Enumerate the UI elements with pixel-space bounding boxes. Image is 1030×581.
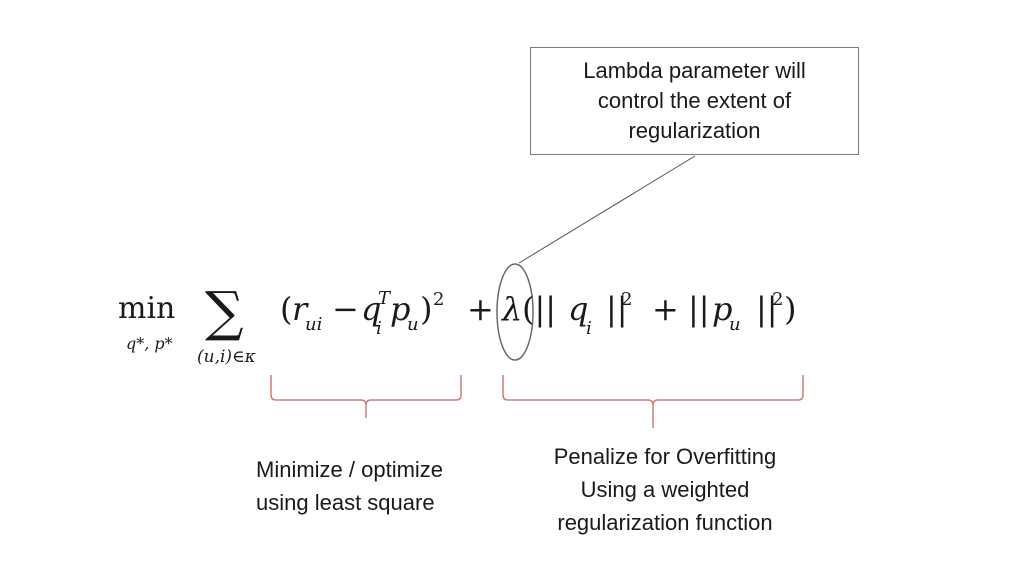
norm-q-symbol: q — [568, 290, 588, 328]
annotation-line: using least square — [256, 490, 435, 515]
q-superscript: T — [378, 288, 392, 309]
right-brace — [502, 375, 804, 428]
annotation-line: Penalize for Overfitting — [553, 444, 777, 469]
norm-q-subscript: i — [586, 318, 592, 339]
norm-square-2: 2 — [772, 289, 783, 310]
norm-close: || — [606, 290, 628, 328]
square-exponent: 2 — [433, 289, 444, 310]
norm-square: 2 — [621, 289, 632, 310]
norm-close-2: || — [756, 290, 778, 328]
r-subscript: ui — [305, 314, 322, 335]
norm-p-subscript: u — [729, 314, 741, 335]
annotation-line: Minimize / optimize — [256, 457, 444, 482]
q-symbol: q — [361, 290, 381, 328]
p-subscript: u — [407, 314, 419, 335]
callout-text: Lambda parameter will control the extent… — [583, 56, 806, 146]
min-subscript: q*, p* — [126, 334, 173, 353]
callout-line: Lambda parameter will — [583, 58, 806, 83]
norm-p-symbol: p — [712, 290, 732, 328]
annotation-line: Using a weighted — [580, 477, 750, 502]
norm-open-2: || — [688, 290, 710, 328]
sum-subscript: (u,i)∈κ — [197, 347, 256, 367]
sum-symbol: ∑ — [205, 280, 244, 343]
lambda-ellipse — [496, 263, 534, 361]
min-operator: min — [118, 291, 175, 326]
r-symbol: r — [292, 290, 309, 328]
callout-line: regularization — [628, 118, 761, 143]
leader-line — [518, 155, 696, 264]
plus-sign: + — [467, 290, 494, 328]
callout-line: control the extent of — [597, 88, 792, 113]
q-subscript: i — [376, 318, 382, 339]
norm-open: (|| — [522, 290, 556, 328]
plus-sign-2: + — [652, 290, 679, 328]
p-symbol: p — [390, 290, 410, 328]
annotation-line: regularization function — [557, 510, 773, 535]
least-squares-annotation: Minimize / optimize using least square — [256, 453, 443, 519]
lambda-symbol: λ — [500, 290, 522, 328]
final-paren: ) — [784, 290, 796, 328]
left-brace — [270, 375, 462, 418]
lambda-callout: Lambda parameter will control the extent… — [530, 47, 859, 155]
open-paren: ( — [280, 290, 292, 328]
minus-sign: − — [332, 290, 359, 328]
regularization-annotation: Penalize for Overfitting Using a weighte… — [530, 440, 800, 539]
close-paren: ) — [420, 290, 432, 328]
